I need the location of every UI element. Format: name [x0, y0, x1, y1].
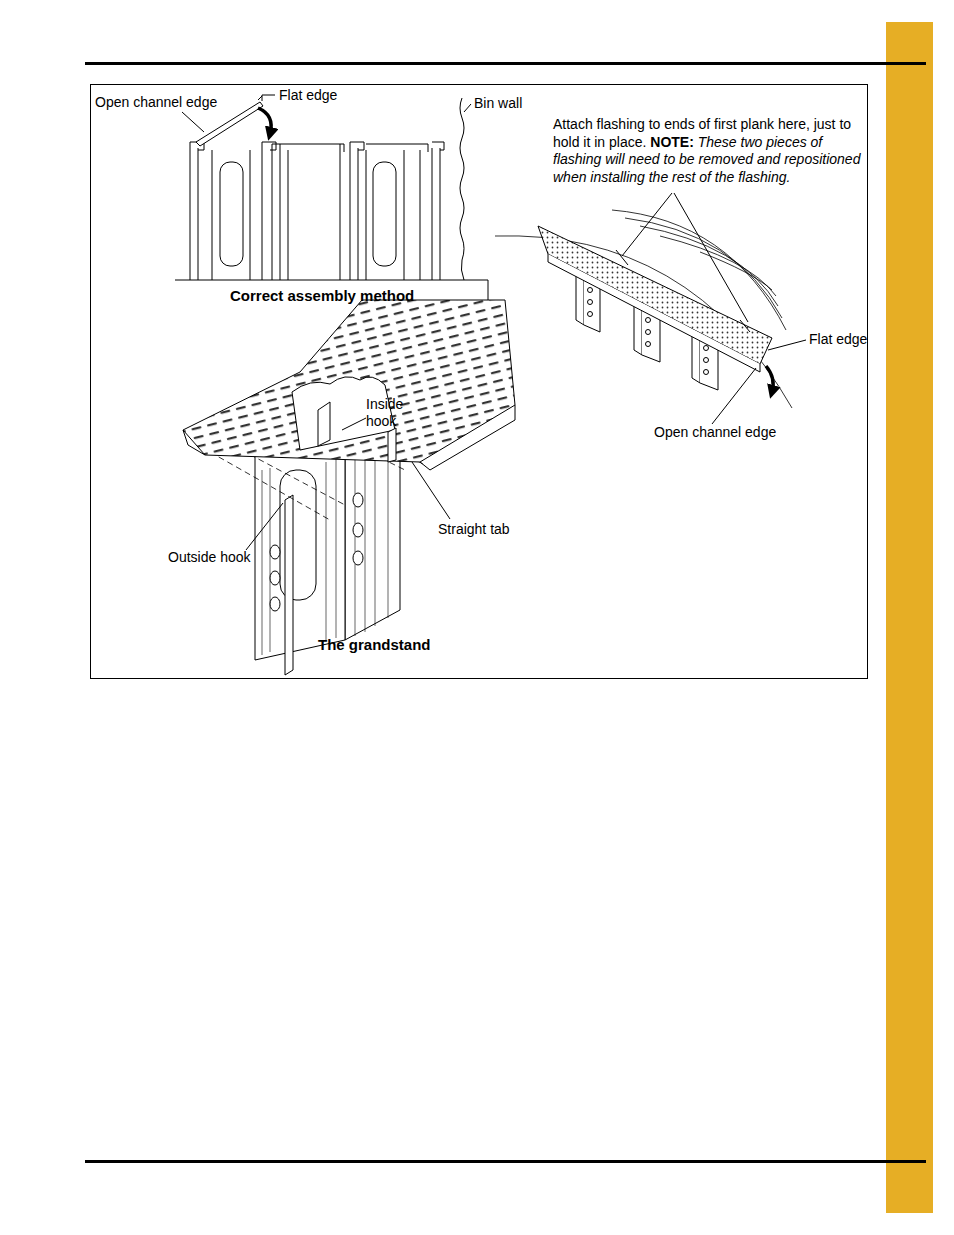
grandstand-figure [183, 300, 515, 675]
figure-caption: The grandstand [318, 636, 431, 653]
motion-arrow [258, 108, 271, 134]
part-label: Bin wall [474, 95, 522, 112]
rule-bottom [85, 1160, 926, 1163]
part-label: Open channel edge [95, 94, 217, 111]
figure-caption: Correct assembly method [230, 287, 414, 304]
part-label: Flat edge [279, 87, 337, 104]
assembly-figure [175, 96, 488, 302]
part-label: Outside hook [168, 549, 251, 566]
part-label: Straight tab [438, 521, 510, 538]
figure-frame [91, 85, 868, 679]
part-label: Flat edge [809, 331, 867, 348]
side-tab [886, 22, 933, 1213]
part-label: Inside hook [366, 396, 410, 430]
part-label: Open channel edge [654, 424, 776, 441]
motion-arrow [766, 366, 773, 392]
note-block: Attach flashing to ends of first plank h… [553, 116, 865, 186]
note-heading: NOTE: [650, 134, 694, 150]
rule-top [85, 62, 926, 65]
